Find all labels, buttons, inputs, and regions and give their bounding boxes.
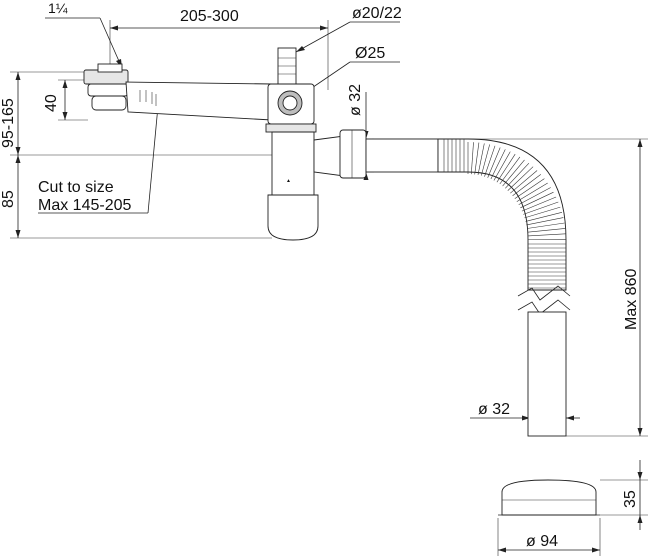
height-85-label: 85 xyxy=(0,190,17,208)
corrugation-ring xyxy=(490,149,506,180)
corrugation-ring xyxy=(481,144,490,176)
outlet-diameter-top-label: ø 32 xyxy=(347,84,364,116)
corrugation-ring xyxy=(526,217,564,226)
height-range-label: 95-165 xyxy=(0,98,17,148)
corrugation-ring xyxy=(520,191,554,209)
corrugation-ring xyxy=(527,233,566,237)
corrugation-ring xyxy=(505,162,530,189)
cap-diameter-label: ø 94 xyxy=(526,533,558,550)
corrugation-ring xyxy=(527,228,566,233)
corrugation-ring xyxy=(523,201,559,215)
brand-mark: ▲ xyxy=(286,178,291,184)
overflow-diameter-label: ø20/22 xyxy=(352,5,402,22)
offset-40-label: 40 xyxy=(43,94,60,112)
corrugation-ring xyxy=(524,206,561,219)
pipe-diameter-label: ø 32 xyxy=(478,401,510,418)
corrugation-ring xyxy=(487,147,501,178)
corrugation-ring xyxy=(527,222,565,229)
corrugation-ring xyxy=(507,166,534,191)
flexible-hose xyxy=(437,138,567,291)
hose-corrugations xyxy=(443,139,567,289)
cap xyxy=(498,479,600,516)
corrugation-ring xyxy=(521,196,557,212)
corrugation-ring xyxy=(510,170,538,194)
outlet-length-label: 205-300 xyxy=(180,8,239,25)
corrugation-ring xyxy=(474,142,480,175)
cap-height-label: 35 xyxy=(622,490,639,508)
corrugation-ring xyxy=(471,142,474,175)
corrugation-ring xyxy=(499,156,521,185)
corrugation-ring xyxy=(484,145,496,177)
corrugation-ring xyxy=(516,182,548,202)
thread-size-label: 1¼ xyxy=(48,0,68,16)
corrugation-ring xyxy=(512,174,541,197)
sink-trap-assembly: ▲ xyxy=(83,47,439,241)
cut-note-line1: Cut to size xyxy=(38,179,114,196)
corrugation-ring xyxy=(525,212,563,222)
corrugation-ring xyxy=(518,187,551,205)
corrugation-ring xyxy=(502,159,525,187)
corrugation-ring xyxy=(477,143,485,175)
appliance-diameter-label: Ø25 xyxy=(355,45,385,62)
corrugation-ring xyxy=(496,153,516,183)
lower-pipe xyxy=(527,311,567,437)
corrugation-ring xyxy=(493,151,511,181)
corrugation-ring xyxy=(514,178,545,199)
max-length-label: Max 860 xyxy=(623,269,640,330)
cut-note-line2: Max 145-205 xyxy=(38,197,131,214)
